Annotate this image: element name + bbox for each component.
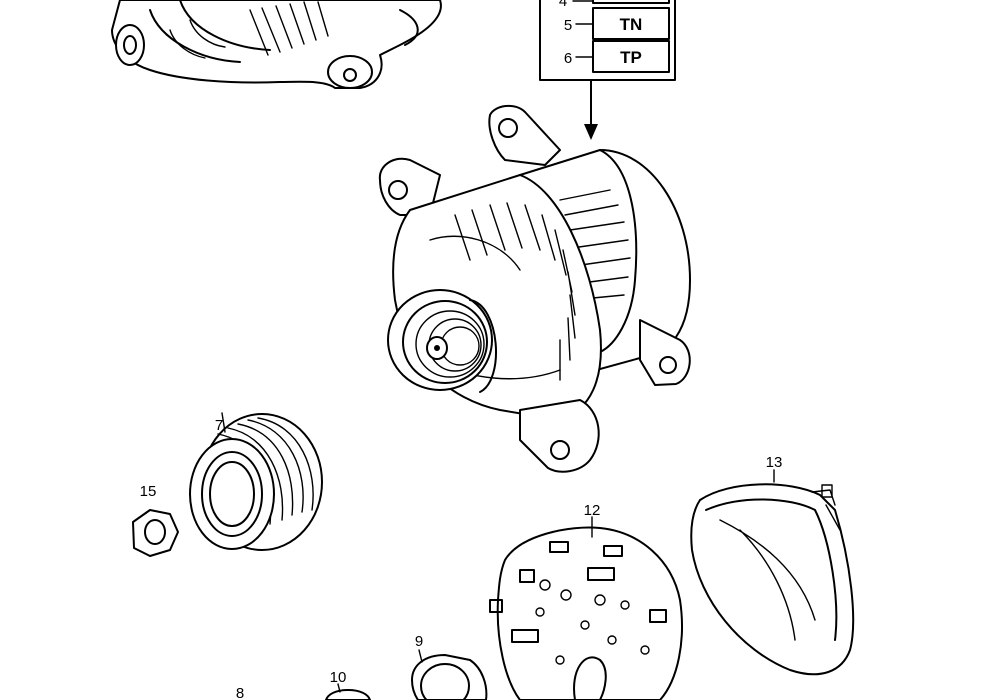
connector-row-6-number: 6 <box>564 50 572 67</box>
part-15-nut: 15 <box>132 483 179 557</box>
connector-table: 4 5 TN 6 TP <box>539 0 676 140</box>
part-8: 8 <box>236 685 244 700</box>
part-12-regulator-plate: 12 <box>489 502 683 700</box>
connector-row-5-code: TN <box>620 15 643 34</box>
callout-9: 9 <box>415 633 423 650</box>
part-13-rear-cover: 13 <box>690 454 855 676</box>
callout-13: 13 <box>766 454 783 471</box>
callout-15: 15 <box>140 483 157 500</box>
connector-row-4-number: 4 <box>559 0 567 10</box>
callout-7: 7 <box>215 417 223 434</box>
callout-12: 12 <box>584 502 601 519</box>
connector-row-6-code: TP <box>620 48 642 67</box>
part-9-ring: 9 <box>411 633 488 700</box>
callout-10: 10 <box>330 669 347 686</box>
part-10-bearing: 10 <box>325 669 371 700</box>
top-alternator-drawing <box>111 0 442 89</box>
callout-8: 8 <box>236 685 244 700</box>
alternator-main-drawing <box>378 104 691 473</box>
pointer-arrow <box>584 124 598 140</box>
connector-row-5-number: 5 <box>564 17 572 34</box>
part-7-pulley: 7 <box>189 412 323 551</box>
